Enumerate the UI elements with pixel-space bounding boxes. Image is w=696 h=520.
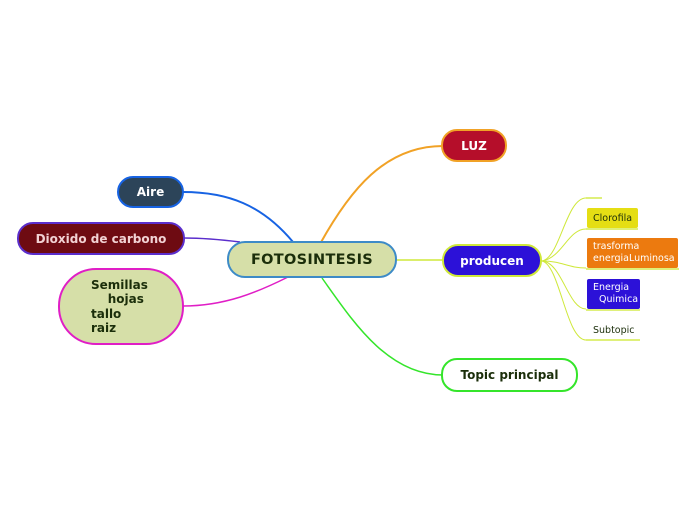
semillas-line-1: Semillas — [91, 277, 148, 292]
energia-lines: Energia Quimica — [593, 282, 638, 306]
energia-line-2: Quimica — [593, 294, 639, 305]
connector-aire — [182, 191, 294, 243]
connector-sub-blank — [541, 197, 587, 262]
connector-dioxido — [183, 237, 241, 243]
connector-semillas — [182, 276, 289, 307]
subtopic-clorofila[interactable]: Clorofila — [587, 208, 638, 228]
semillas-line-3: tallo — [91, 306, 122, 321]
central-topic-fotosintesis[interactable]: FOTOSINTESIS — [227, 241, 397, 278]
topic-luz[interactable]: LUZ — [441, 129, 507, 162]
topic-dioxido-de-carbono[interactable]: Dioxido de carbono — [17, 222, 185, 255]
subtopic-energia-quimica[interactable]: Energia Quimica — [587, 279, 640, 309]
connector-sub-trasforma — [541, 260, 587, 269]
trasforma-lines: trasforma energiaLuminosa — [593, 241, 675, 265]
semillas-line-4: raiz — [91, 321, 117, 335]
connector-topic — [321, 277, 444, 376]
subtopic-connectors — [541, 197, 587, 341]
connector-sub-clorofila — [541, 228, 587, 262]
semillas-lines: Semillas hojas tallo raiz — [91, 278, 148, 336]
trasforma-line-2: energiaLuminosa — [593, 253, 675, 264]
connector-sub-subtopic — [541, 260, 587, 341]
topic-semillas[interactable]: Semillas hojas tallo raiz — [58, 268, 184, 345]
trasforma-line-1: trasforma — [593, 241, 640, 252]
topic-producen[interactable]: producen — [442, 244, 542, 277]
topic-principal[interactable]: Topic principal — [441, 358, 578, 392]
connector-sub-energia — [541, 260, 587, 310]
connector-luz — [319, 145, 444, 245]
subtopic-underlines — [586, 197, 679, 341]
energia-line-1: Energia — [593, 282, 630, 293]
semillas-line-2: hojas — [91, 292, 144, 306]
subtopic-trasforma-energia-luminosa[interactable]: trasforma energiaLuminosa — [587, 238, 678, 268]
subtopic-generic[interactable]: Subtopic — [593, 324, 635, 336]
topic-aire[interactable]: Aire — [117, 176, 184, 208]
